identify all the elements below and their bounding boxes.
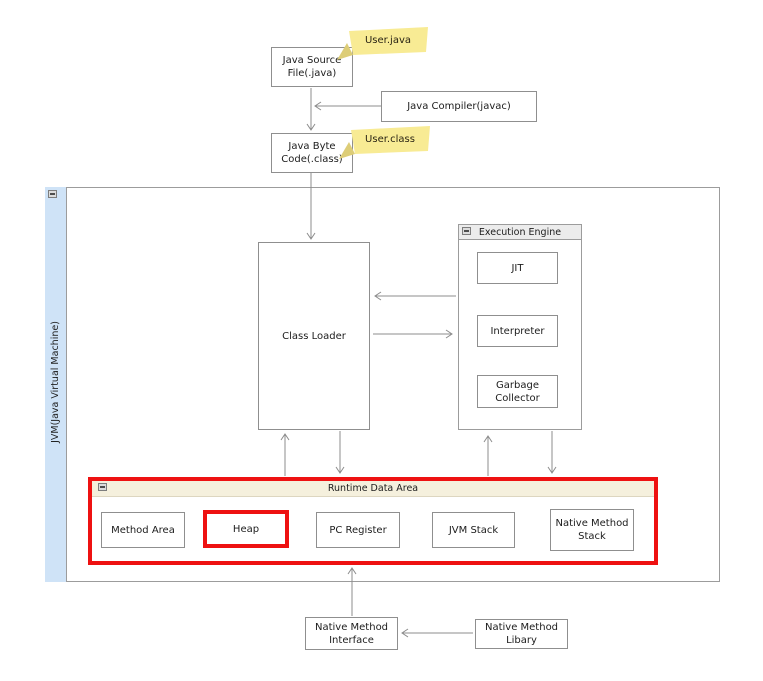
label-line: Native Method [484,622,559,633]
note-label: User.class [365,133,415,145]
label-line: Java Compiler(javac) [407,101,511,112]
method-area-node: Method Area [101,512,185,548]
jit-node: JIT [477,252,558,284]
interpreter-node: Interpreter [477,315,558,347]
heap-node: Heap [203,510,289,548]
native-method-interface-node: Native Method Interface [305,617,398,650]
label-line: Garbage [496,379,539,391]
label-line: JVM Stack [448,524,499,536]
label-line: JIT [511,262,524,274]
pc-register-node: PC Register [316,512,400,548]
label-line: Heap [232,523,260,535]
java-compiler-node: Java Compiler(javac) [381,91,537,122]
runtime-collapse-icon[interactable] [98,483,107,491]
class-loader-node: Class Loader [258,242,370,430]
label-line: Collector [495,392,540,404]
label-line: PC Register [329,524,387,536]
execution-engine-title: Execution Engine [478,226,562,238]
execution-engine-header: Execution Engine [459,225,581,240]
java-byte-code-node: Java Byte Code(.class) [271,133,353,173]
runtime-data-area-title: Runtime Data Area [327,483,419,494]
native-method-library-node: Native Method Libary [475,619,568,649]
garbage-collector-node: Garbage Collector [477,375,558,408]
user-class-note: User.class [338,125,432,159]
label-line: Class Loader [282,330,346,342]
label-line: Interpreter [490,325,545,337]
label-line: Method Area [111,524,175,536]
jvm-collapse-icon[interactable] [48,190,57,198]
label-line: Libary [506,635,537,646]
note-shape [337,27,428,60]
label-line: File(.java) [287,68,337,79]
jvm-stack-node: JVM Stack [432,512,515,548]
jvm-sidebar-strip [45,187,67,582]
label-line: Native Method [555,518,629,529]
native-method-stack-node: Native Method Stack [550,509,634,551]
label-line: Code(.class) [281,154,343,165]
note-label: User.java [364,34,411,46]
runtime-data-area-header: Runtime Data Area [92,481,654,497]
label-line: Interface [329,634,374,646]
label-line: Stack [578,531,606,542]
java-source-file-node: Java Source File(.java) [271,47,353,87]
user-java-note: User.java [336,26,430,60]
label-line: Native Method [314,621,389,633]
note-shape [339,126,430,159]
label-line: Java Source [282,55,342,66]
execution-engine-collapse-icon[interactable] [462,227,471,235]
label-line: Java Byte [288,141,336,152]
